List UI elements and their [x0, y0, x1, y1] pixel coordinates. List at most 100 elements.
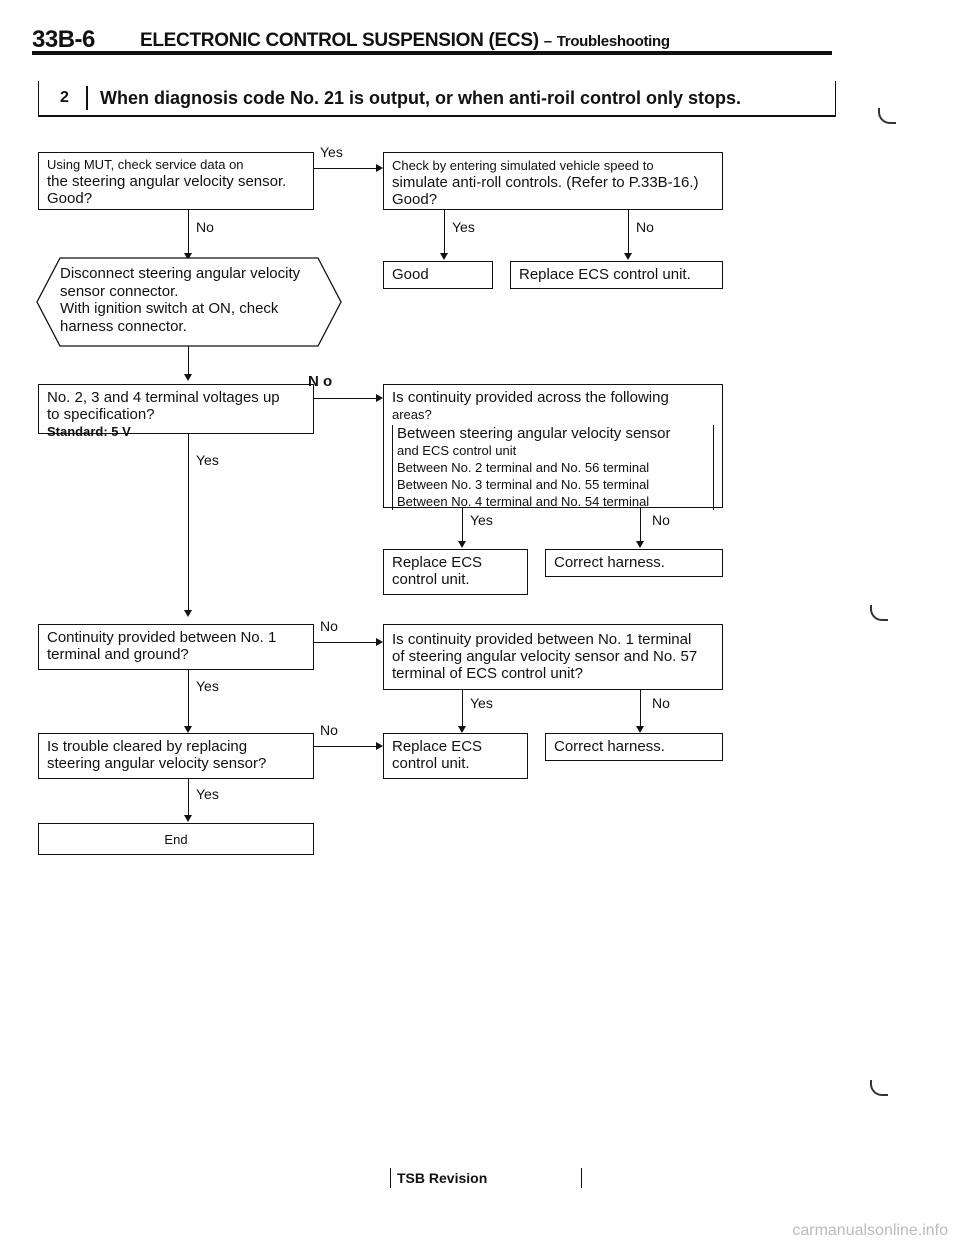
arrow-down-icon	[458, 726, 466, 733]
yes-label: Yes	[320, 144, 343, 160]
continuity-ground-line-2: terminal and ground?	[47, 646, 189, 663]
continuity-no1-line-3: terminal of ECS control unit?	[392, 665, 583, 682]
trouble-cleared-line-1: Is trouble cleared by replacing	[47, 738, 248, 755]
continuity-no1-line-1: Is continuity provided between No. 1 ter…	[392, 631, 692, 648]
arrow-down-icon	[624, 253, 632, 260]
arrow-right-icon	[376, 394, 383, 402]
replace-ecs-unit-text: Replace ECS control unit.	[519, 266, 691, 283]
continuity-no1-line-2: of steering angular velocity sensor and …	[392, 648, 698, 665]
arrow-down-icon	[458, 541, 466, 548]
yes-label: Yes	[470, 512, 493, 528]
continuity-areas-box: Is continuity provided across the follow…	[383, 384, 723, 510]
good-text: Good	[392, 266, 429, 283]
end-box: End	[38, 823, 314, 855]
trouble-cleared-box: Is trouble cleared by replacing steering…	[38, 733, 314, 779]
connector-line	[628, 210, 630, 256]
check-mut-line-3: Good?	[47, 190, 93, 207]
disconnect-text: Disconnect steering angular velocity sen…	[60, 265, 300, 335]
check-speed-box: Check by entering simulated vehicle spee…	[383, 152, 723, 210]
disconnect-line-4: harness connector.	[60, 317, 187, 335]
good-box: Good	[383, 261, 493, 289]
question-number: 2	[60, 89, 69, 106]
binder-hook-icon	[870, 1080, 888, 1096]
connector-line	[188, 346, 190, 376]
replace-ecs-2-line-2: control unit.	[392, 755, 470, 772]
check-speed-line-1: Check by entering simulated vehicle spee…	[392, 158, 654, 173]
no-label: No	[196, 219, 214, 235]
arrow-right-icon	[376, 742, 383, 750]
connector-line	[188, 779, 190, 817]
no-label: No	[320, 722, 338, 738]
terminal-voltage-line-1: No. 2, 3 and 4 terminal voltages up	[47, 389, 280, 406]
no-label: No	[652, 695, 670, 711]
continuity-area-item: Between No. 2 terminal and No. 56 termin…	[397, 460, 650, 475]
continuity-areas-line-2: areas?	[392, 407, 432, 422]
continuity-areas-list: Between steering angular velocity sensor…	[392, 425, 714, 510]
no-label: No	[652, 512, 670, 528]
connector-line	[188, 434, 190, 612]
binder-hook-icon	[870, 605, 888, 621]
question-banner	[38, 81, 836, 117]
title-dash: –	[543, 33, 552, 50]
replace-ecs-line-1: Replace ECS	[392, 554, 483, 571]
continuity-area-item: Between steering angular velocity sensor	[397, 425, 671, 442]
connector-line	[462, 690, 464, 728]
continuity-area-item: and ECS control unit	[397, 443, 517, 458]
continuity-ground-box: Continuity provided between No. 1 termin…	[38, 624, 314, 670]
disconnect-hexagon	[36, 257, 342, 347]
disconnect-line-3: With ignition switch at ON, check	[60, 300, 279, 317]
connector-line	[640, 508, 642, 544]
continuity-ground-line-1: Continuity provided between No. 1	[47, 629, 277, 646]
correct-harness-box-1: Correct harness.	[545, 549, 723, 577]
correct-harness-box-2: Correct harness.	[545, 733, 723, 761]
replace-ecs-line-2: control unit.	[392, 571, 470, 588]
arrow-down-icon	[636, 726, 644, 733]
terminal-voltage-box: No. 2, 3 and 4 terminal voltages up to s…	[38, 384, 314, 439]
connector-line	[640, 690, 642, 728]
check-mut-box: Using MUT, check service data on the ste…	[38, 152, 314, 210]
continuity-no1-box: Is continuity provided between No. 1 ter…	[383, 624, 723, 690]
check-mut-line-1: Using MUT, check service data on	[47, 157, 244, 172]
no-label: No	[636, 219, 654, 235]
replace-ecs-unit-box: Replace ECS control unit.	[510, 261, 723, 289]
arrow-down-icon	[184, 815, 192, 822]
terminal-voltage-line-2: to specification?	[47, 406, 155, 423]
no-label: N o	[308, 373, 333, 390]
replace-ecs-2-line-1: Replace ECS	[392, 738, 483, 755]
section-title: ELECTRONIC CONTROL SUSPENSION (ECS) – Tr…	[140, 30, 670, 52]
question-separator	[86, 86, 88, 110]
check-speed-line-2: simulate anti-roll controls. (Refer to P…	[392, 174, 699, 191]
disconnect-line-2: sensor connector.	[60, 282, 179, 300]
yes-label: Yes	[452, 219, 475, 235]
page-code: 33B-6	[32, 26, 95, 53]
check-speed-line-3: Good?	[392, 191, 438, 208]
connector-line	[188, 210, 190, 256]
connector-line	[188, 670, 190, 728]
standard-spec: Standard: 5 V	[47, 424, 131, 439]
arrow-down-icon	[636, 541, 644, 548]
yes-label: Yes	[196, 786, 219, 802]
check-mut-line-2: the steering angular velocity sensor.	[47, 173, 287, 190]
correct-harness-text-1: Correct harness.	[554, 554, 665, 571]
arrow-right-icon	[376, 638, 383, 646]
end-text: End	[164, 832, 188, 847]
header-rule	[32, 51, 832, 55]
continuity-areas-line-1: Is continuity provided across the follow…	[392, 389, 669, 406]
tsb-revision: TSB Revision	[390, 1168, 582, 1188]
correct-harness-text-2: Correct harness.	[554, 738, 665, 755]
arrow-down-icon	[440, 253, 448, 260]
yes-label: Yes	[196, 452, 219, 468]
watermark: carmanualsonline.info	[792, 1222, 948, 1239]
disconnect-line-1: Disconnect steering angular velocity	[60, 265, 301, 282]
connector-line	[444, 210, 446, 256]
connector-line	[314, 642, 376, 644]
yes-label: Yes	[470, 695, 493, 711]
arrow-down-icon	[184, 253, 192, 260]
connector-line	[462, 508, 464, 544]
section-title-text: ELECTRONIC CONTROL SUSPENSION (ECS)	[140, 30, 539, 51]
no-label: No	[320, 618, 338, 634]
arrow-right-icon	[376, 164, 383, 172]
connector-line	[314, 746, 376, 748]
replace-ecs-box-2: Replace ECS control unit.	[383, 733, 528, 779]
question-text: When diagnosis code No. 21 is output, or…	[100, 88, 742, 108]
